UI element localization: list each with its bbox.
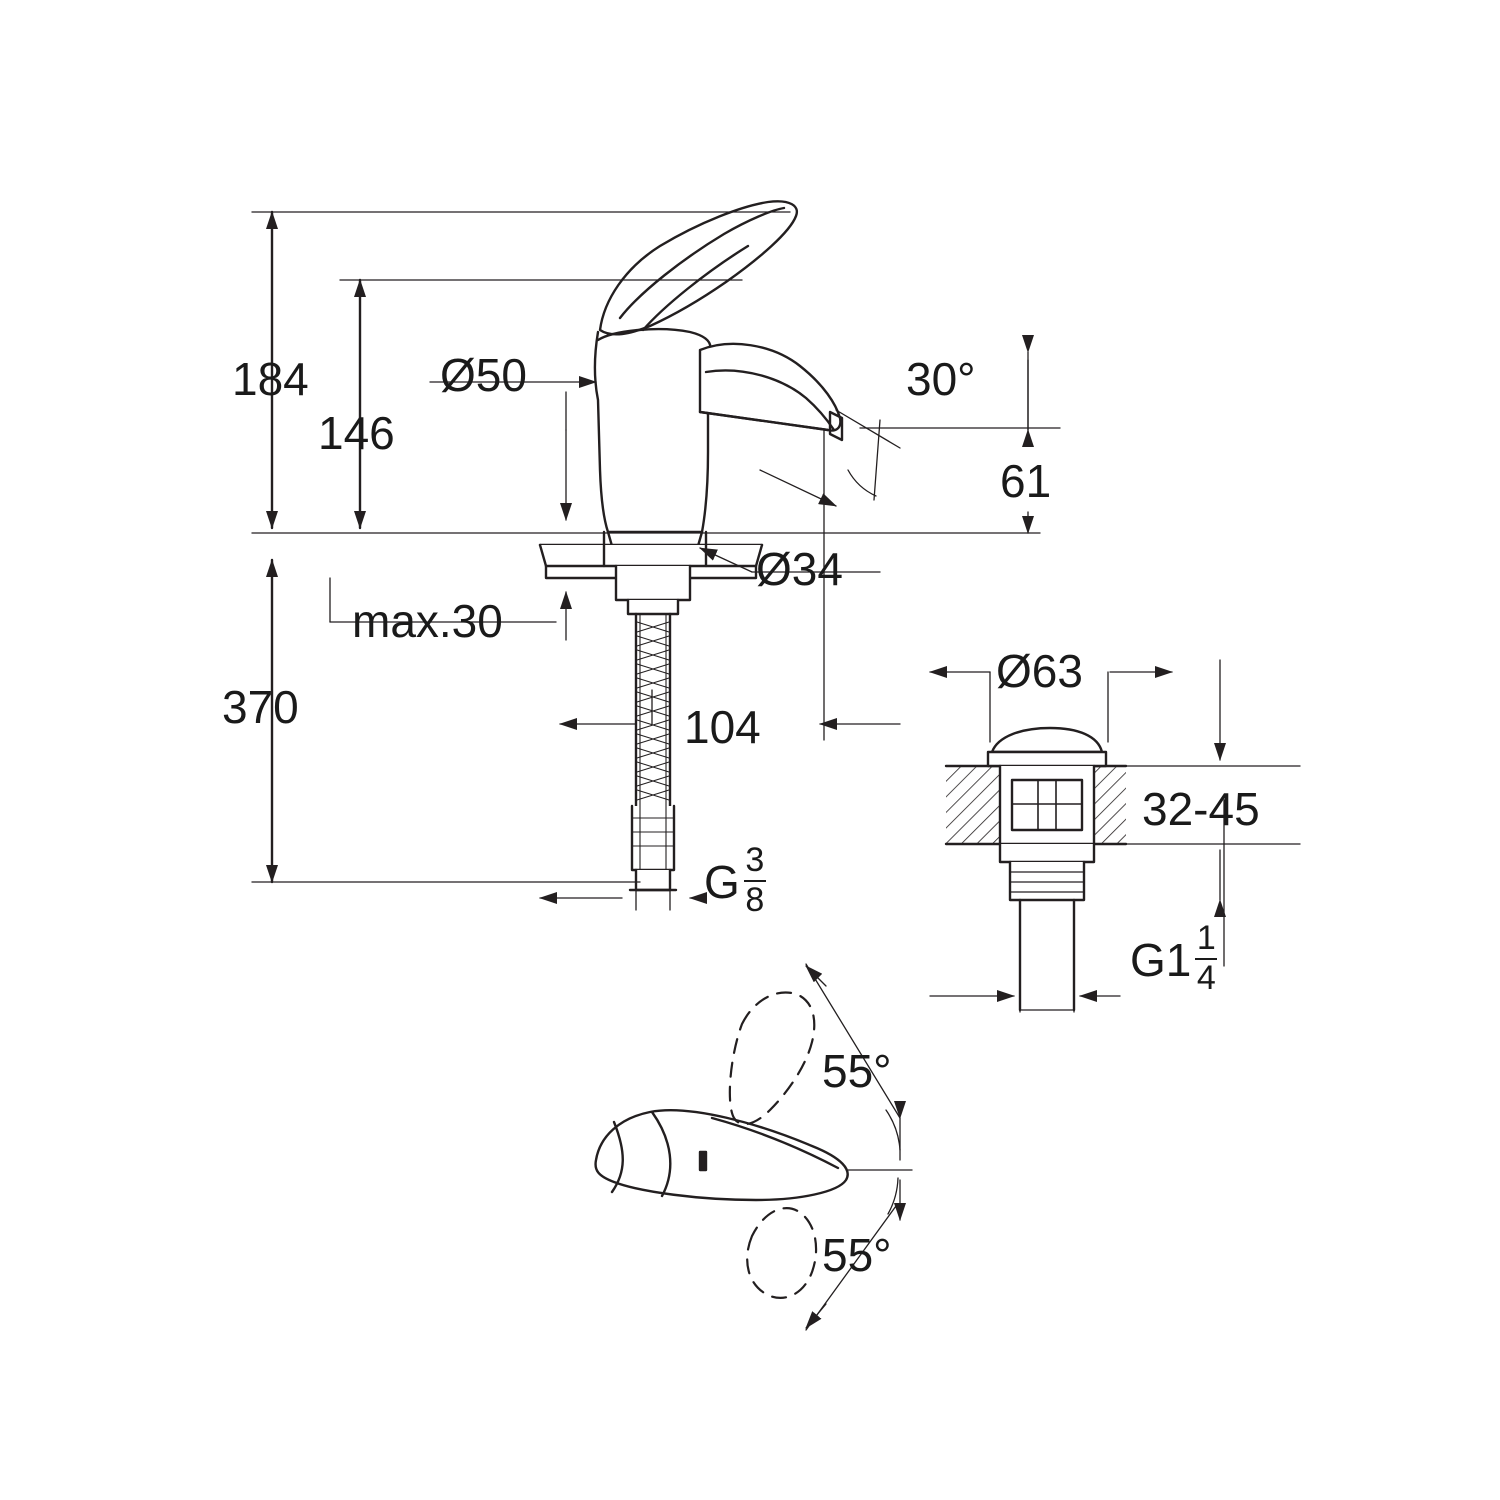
- thread-label-g114: G1 1 4: [1130, 919, 1218, 997]
- thread-label-g38: G 3 8: [704, 841, 766, 919]
- thread-letter-g: G: [704, 855, 740, 908]
- dimension-label-370: 370: [222, 681, 299, 733]
- drain-thread-fraction-1-4: 1 4: [1195, 919, 1218, 997]
- thread-numerator: 3: [745, 841, 765, 879]
- dimension-label-55deg-up: 55°: [822, 1045, 892, 1097]
- dimension-label-146: 146: [318, 407, 395, 459]
- dimension-label-d34: Ø34: [756, 543, 843, 595]
- dimension-label-61: 61: [1000, 455, 1052, 507]
- dimension-label-104: 104: [684, 701, 761, 753]
- dimension-label-184: 184: [232, 353, 309, 405]
- drain-thread-denominator: 4: [1196, 958, 1216, 997]
- drain-thread-numerator: 1: [1196, 919, 1216, 957]
- thread-denominator: 8: [745, 880, 765, 919]
- dimension-label-max30: max.30: [352, 595, 503, 647]
- dimension-label-30deg: 30°: [906, 353, 976, 405]
- thread-fraction-3-8: 3 8: [743, 841, 766, 919]
- drain-thread-letter-g1: G1: [1130, 933, 1192, 986]
- dimension-label-32-45: 32-45: [1142, 783, 1260, 835]
- dimension-label-d63: Ø63: [996, 645, 1083, 697]
- dimension-label-d50: Ø50: [440, 349, 527, 401]
- dimension-label-55deg-down: 55°: [822, 1229, 892, 1281]
